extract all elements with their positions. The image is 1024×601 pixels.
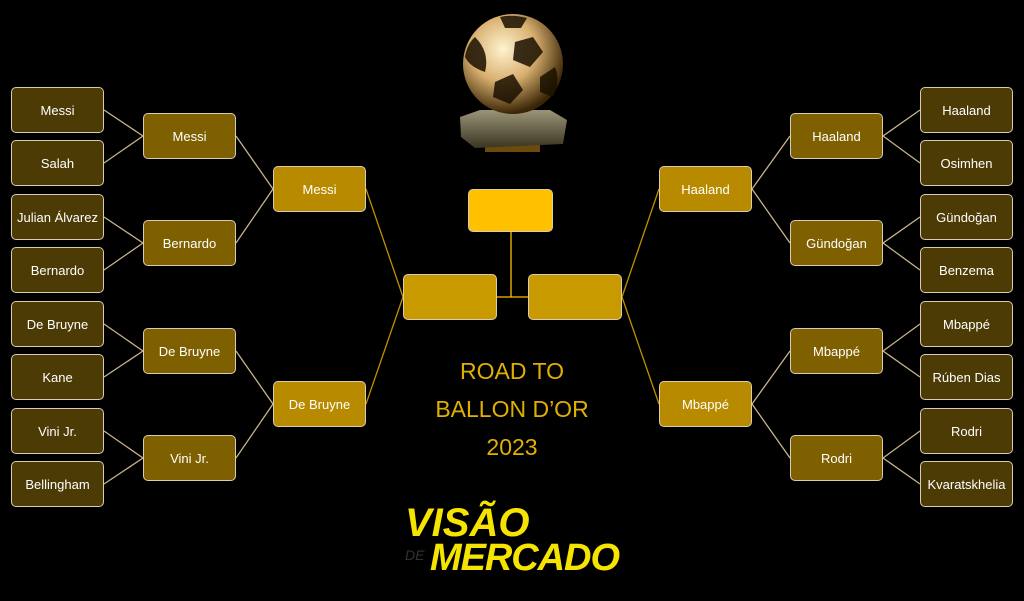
player-name: Benzema [939, 262, 994, 278]
connector-line [882, 457, 921, 485]
connector-line [235, 135, 274, 190]
connector-line [882, 109, 921, 137]
page-title: ROAD TO BALLON D’OR 2023 [402, 352, 622, 466]
right-round1-match: Kvaratskhelia [920, 461, 1013, 507]
logo-bottom: MERCADO [430, 537, 620, 579]
player-name: De Bruyne [158, 343, 221, 359]
player-name: De Bruyne [26, 316, 89, 332]
player-name: Mbappé [682, 396, 729, 412]
connector-line [235, 188, 274, 244]
right-round3-match: Haaland [659, 166, 752, 212]
connector-line [621, 188, 660, 298]
player-name: Vini Jr. [170, 450, 209, 466]
player-name: Salah [40, 155, 75, 171]
player-name: Osimhen [940, 155, 993, 171]
logo-top: VISÃO [405, 500, 529, 545]
ballon-dor-trophy-icon [460, 14, 567, 152]
player-name: Rodri [820, 450, 853, 466]
connector-line [882, 323, 921, 352]
player-name: Rúben Dias [932, 369, 1001, 385]
connector-line [882, 350, 921, 378]
player-name: Bernardo [162, 235, 217, 251]
right-round2-match: Rodri [790, 435, 883, 481]
visao-de-mercado-logo: VISÃO DE MERCADO [405, 500, 620, 579]
player-name: Kvaratskhelia [927, 476, 1006, 492]
player-name: Bernardo [30, 262, 85, 278]
connector-line [751, 350, 791, 405]
left-round1-match: Bellingham [11, 461, 104, 507]
left-round2-match: Vini Jr. [143, 435, 236, 481]
right-round3-match: Mbappé [659, 381, 752, 427]
player-name: Gündoğan [806, 235, 867, 251]
connector-line [751, 403, 791, 459]
connector-line [882, 135, 921, 164]
right-round1-match: Haaland [920, 87, 1013, 133]
right-round1-match: Osimhen [920, 140, 1013, 186]
left-round1-match: Kane [11, 354, 104, 400]
left-round1-match: Julian Álvarez [11, 194, 104, 240]
right-round1-match: Rúben Dias [920, 354, 1013, 400]
player-name: Gündoğan [936, 209, 997, 225]
connector-line [103, 457, 144, 485]
connector-line [365, 188, 404, 298]
title-line-3: 2023 [486, 434, 538, 460]
right-round1-match: Benzema [920, 247, 1013, 293]
connector-line [235, 403, 274, 459]
right-round2-match: Mbappé [790, 328, 883, 374]
connector-line [235, 350, 274, 405]
right-round1-match: Gündoğan [920, 194, 1013, 240]
logo-small: DE [405, 547, 425, 563]
player-name: Messi [40, 102, 75, 118]
right-round2-match: Haaland [790, 113, 883, 159]
connector-line [882, 242, 921, 271]
connector-line [103, 350, 144, 378]
winner-slot [468, 189, 553, 232]
left-round2-match: Messi [143, 113, 236, 159]
player-name: Messi [172, 128, 207, 144]
left-round3-match: De Bruyne [273, 381, 366, 427]
left-round1-match: Vini Jr. [11, 408, 104, 454]
player-name: Rodri [950, 423, 983, 439]
connector-line [103, 109, 144, 137]
player-name: Haaland [812, 128, 861, 144]
connector-line [621, 296, 660, 405]
connector-line [103, 135, 144, 164]
player-name: Haaland [681, 181, 730, 197]
player-name: Kane [42, 369, 73, 385]
right-round1-match: Rodri [920, 408, 1013, 454]
connector-line [103, 216, 144, 244]
left-round1-match: Bernardo [11, 247, 104, 293]
right-finalist-slot [528, 274, 622, 320]
player-name: Bellingham [25, 476, 90, 492]
title-line-1: ROAD TO [460, 358, 564, 384]
connector-line [365, 296, 404, 405]
left-round1-match: De Bruyne [11, 301, 104, 347]
left-round1-match: Salah [11, 140, 104, 186]
player-name: Julian Álvarez [17, 209, 98, 225]
player-name: Vini Jr. [38, 423, 77, 439]
connector-line [751, 135, 791, 190]
connector-line [882, 216, 921, 244]
left-round2-match: De Bruyne [143, 328, 236, 374]
left-round3-match: Messi [273, 166, 366, 212]
right-round2-match: Gündoğan [790, 220, 883, 266]
right-round1-match: Mbappé [920, 301, 1013, 347]
left-round1-match: Messi [11, 87, 104, 133]
player-name: Haaland [942, 102, 991, 118]
player-name: Mbappé [943, 316, 990, 332]
player-name: Messi [302, 181, 337, 197]
connector-line [103, 323, 144, 352]
player-name: Mbappé [813, 343, 860, 359]
connector-line [103, 430, 144, 459]
player-name: De Bruyne [288, 396, 351, 412]
left-round2-match: Bernardo [143, 220, 236, 266]
title-line-2: BALLON D’OR [435, 396, 589, 422]
connector-line [751, 188, 791, 244]
left-finalist-slot [403, 274, 497, 320]
connector-line [103, 242, 144, 271]
connector-line [882, 430, 921, 459]
